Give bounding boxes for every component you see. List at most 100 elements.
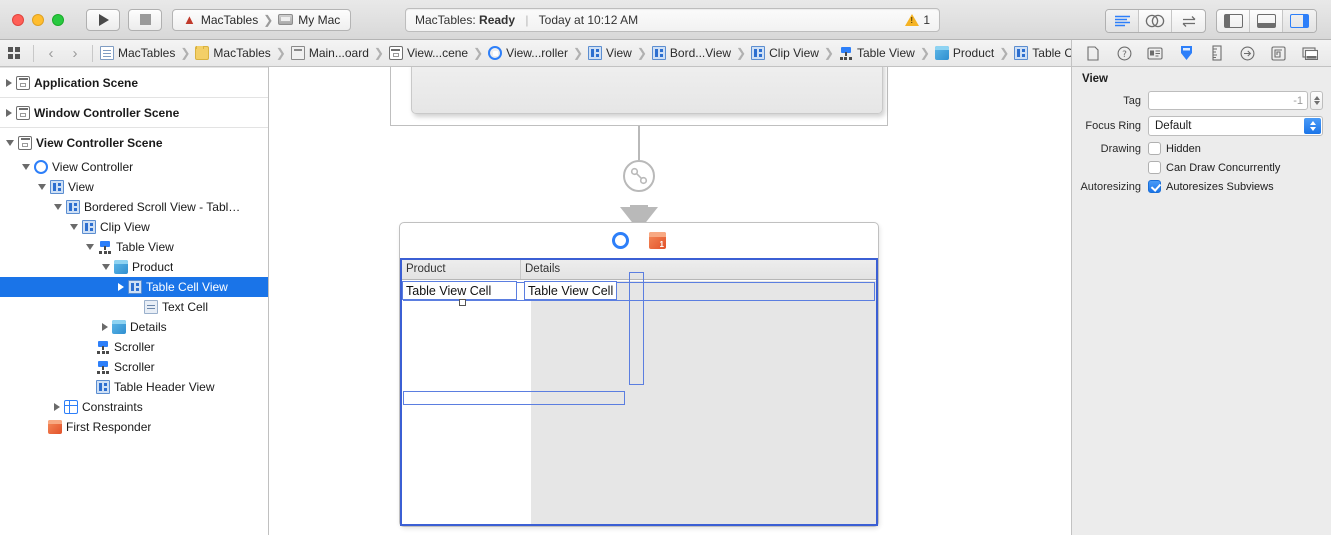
quick-help-icon[interactable]: ?	[1114, 44, 1134, 62]
outline-item-scroller[interactable]: Scroller	[0, 357, 268, 377]
segue-relationship-icon[interactable]	[623, 160, 655, 192]
close-window-button[interactable]	[12, 13, 24, 26]
outline-item-product[interactable]: Product	[0, 257, 268, 277]
size-inspector-icon[interactable]	[1207, 44, 1227, 62]
window-preview	[411, 67, 883, 114]
version-editor-button[interactable]	[1172, 10, 1205, 32]
navigate-back-button[interactable]: ‹	[48, 44, 54, 62]
outline-item-scroller[interactable]: Scroller	[0, 337, 268, 357]
tag-input[interactable]: -1	[1148, 91, 1308, 110]
attributes-inspector-icon[interactable]	[1176, 44, 1196, 62]
disclosure-triangle[interactable]	[70, 224, 78, 230]
outline-item-text-cell[interactable]: Text Cell	[0, 297, 268, 317]
disclosure-triangle[interactable]	[102, 264, 110, 270]
zoom-window-button[interactable]	[52, 13, 64, 26]
disclosure-triangle[interactable]	[22, 164, 30, 170]
breadcrumb-item-clip-view[interactable]: Clip View	[749, 46, 821, 60]
tag-stepper[interactable]	[1310, 91, 1323, 110]
view-controller-scene[interactable]: Product Details Table View Cell Table Vi…	[399, 222, 879, 527]
disclosure-triangle[interactable]	[6, 139, 14, 146]
outline-item-application-scene[interactable]: Application Scene	[0, 67, 268, 97]
disclosure-triangle[interactable]	[118, 283, 124, 291]
outline-item-view-controller-scene[interactable]: View Controller Scene	[0, 127, 268, 157]
standard-editor-button[interactable]	[1106, 10, 1139, 32]
toggle-debug-area-button[interactable]	[1250, 10, 1283, 32]
outline-item-window-controller-scene[interactable]: Window Controller Scene	[0, 97, 268, 127]
disclosure-triangle[interactable]	[6, 78, 12, 87]
outline-item-view-controller[interactable]: View Controller	[0, 157, 268, 177]
view-controller-icon[interactable]	[612, 232, 629, 249]
breadcrumb-item-bordered-scroll-view[interactable]: Bord...View	[650, 46, 733, 60]
breadcrumb-item-view-controller[interactable]: View...roller	[486, 46, 570, 60]
media-library-icon[interactable]	[1300, 44, 1320, 62]
column-header-details[interactable]: Details	[525, 263, 561, 275]
column-header-product[interactable]: Product	[402, 260, 521, 279]
toggle-navigator-button[interactable]	[1217, 10, 1250, 32]
toggle-utilities-button[interactable]	[1283, 10, 1316, 32]
divider	[92, 44, 93, 62]
window-controller-scene-preview[interactable]	[390, 67, 888, 126]
disclosure-triangle[interactable]	[38, 184, 46, 190]
outline-item-table-view[interactable]: Table View	[0, 237, 268, 257]
identity-inspector-icon[interactable]	[1145, 44, 1165, 62]
run-button[interactable]	[86, 8, 120, 31]
breadcrumb-item-scene[interactable]: View...cene	[387, 46, 470, 60]
panel-toggle-segmented-control[interactable]	[1216, 9, 1317, 33]
first-responder-icon[interactable]	[649, 232, 666, 249]
breadcrumb-item-view[interactable]: View	[586, 46, 634, 60]
disclosure-triangle[interactable]	[54, 204, 62, 210]
related-items-icon	[8, 47, 20, 59]
outline-item-table-header-view[interactable]: Table Header View	[0, 377, 268, 397]
related-items-button[interactable]	[0, 47, 28, 59]
connections-inspector-icon[interactable]	[1238, 44, 1258, 62]
outline-item-constraints[interactable]: Constraints	[0, 397, 268, 417]
breadcrumb-item-product-column[interactable]: Product	[933, 46, 996, 60]
scheme-selector[interactable]: ▲ MacTables ❯ My Mac	[172, 8, 352, 31]
outline-item-table-cell-view[interactable]: Table Cell View	[0, 277, 268, 297]
chevron-right-icon: ❯	[736, 46, 747, 60]
resize-handle[interactable]	[459, 299, 466, 306]
hidden-checkbox[interactable]	[1148, 142, 1161, 155]
focus-ring-select[interactable]: Default	[1148, 116, 1323, 136]
attributes-inspector-panel[interactable]: View Tag -1 Focus Ring Default Drawing	[1071, 67, 1331, 535]
debug-panel-icon	[1256, 14, 1276, 28]
object-library-icon[interactable]	[1269, 44, 1289, 62]
table-header-view[interactable]: Product Details	[402, 260, 876, 280]
utilities-panel-icon	[1290, 14, 1309, 28]
outline-item-bordered-scroll-view-tabl[interactable]: Bordered Scroll View - Tabl…	[0, 197, 268, 217]
outline-item-view[interactable]: View	[0, 177, 268, 197]
warning-icon	[905, 14, 920, 26]
assistant-editor-button[interactable]	[1139, 10, 1172, 32]
disclosure-triangle[interactable]	[86, 244, 94, 250]
my-mac-icon	[278, 14, 294, 25]
table-cell-view-details[interactable]: Table View Cell	[524, 281, 617, 300]
bordered-scroll-view[interactable]: Product Details Table View Cell Table Vi…	[400, 258, 878, 526]
autoresizes-subviews-checkbox[interactable]	[1148, 180, 1161, 193]
file-inspector-icon[interactable]	[1083, 44, 1103, 62]
disclosure-triangle[interactable]	[6, 108, 12, 117]
outline-item-first-responder[interactable]: First Responder	[0, 417, 268, 437]
editor-mode-segmented-control[interactable]	[1105, 9, 1206, 33]
can-draw-concurrently-label: Can Draw Concurrently	[1166, 161, 1281, 174]
breadcrumb-item-project[interactable]: MacTables	[98, 46, 177, 60]
outline-item-details[interactable]: Details	[0, 317, 268, 337]
outline-item-clip-view[interactable]: Clip View	[0, 217, 268, 237]
chevron-right-icon: ❯	[473, 46, 484, 60]
breadcrumb-item-table-view[interactable]: Table View	[837, 46, 917, 60]
view-icon	[128, 280, 142, 294]
breadcrumb-item-folder[interactable]: MacTables	[193, 46, 272, 60]
table-cell-view-product[interactable]: Table View Cell	[402, 281, 517, 300]
table-view-body[interactable]: Table View Cell Table View Cell	[402, 272, 876, 524]
activity-status-bar[interactable]: MacTables: Ready | Today at 10:12 AM 1	[405, 8, 940, 32]
breadcrumb-item-storyboard[interactable]: Main...oard	[289, 46, 371, 60]
disclosure-triangle[interactable]	[54, 403, 60, 411]
disclosure-triangle[interactable]	[102, 323, 108, 331]
minimize-window-button[interactable]	[32, 13, 44, 26]
interface-builder-canvas[interactable]: Product Details Table View Cell Table Vi…	[269, 67, 1071, 535]
breadcrumb-label: MacTables	[213, 46, 271, 60]
drawing-hidden-row: Drawing Hidden	[1072, 142, 1331, 155]
stop-button[interactable]	[128, 8, 162, 31]
navigate-forward-button[interactable]: ›	[72, 44, 78, 62]
can-draw-concurrently-checkbox[interactable]	[1148, 161, 1161, 174]
